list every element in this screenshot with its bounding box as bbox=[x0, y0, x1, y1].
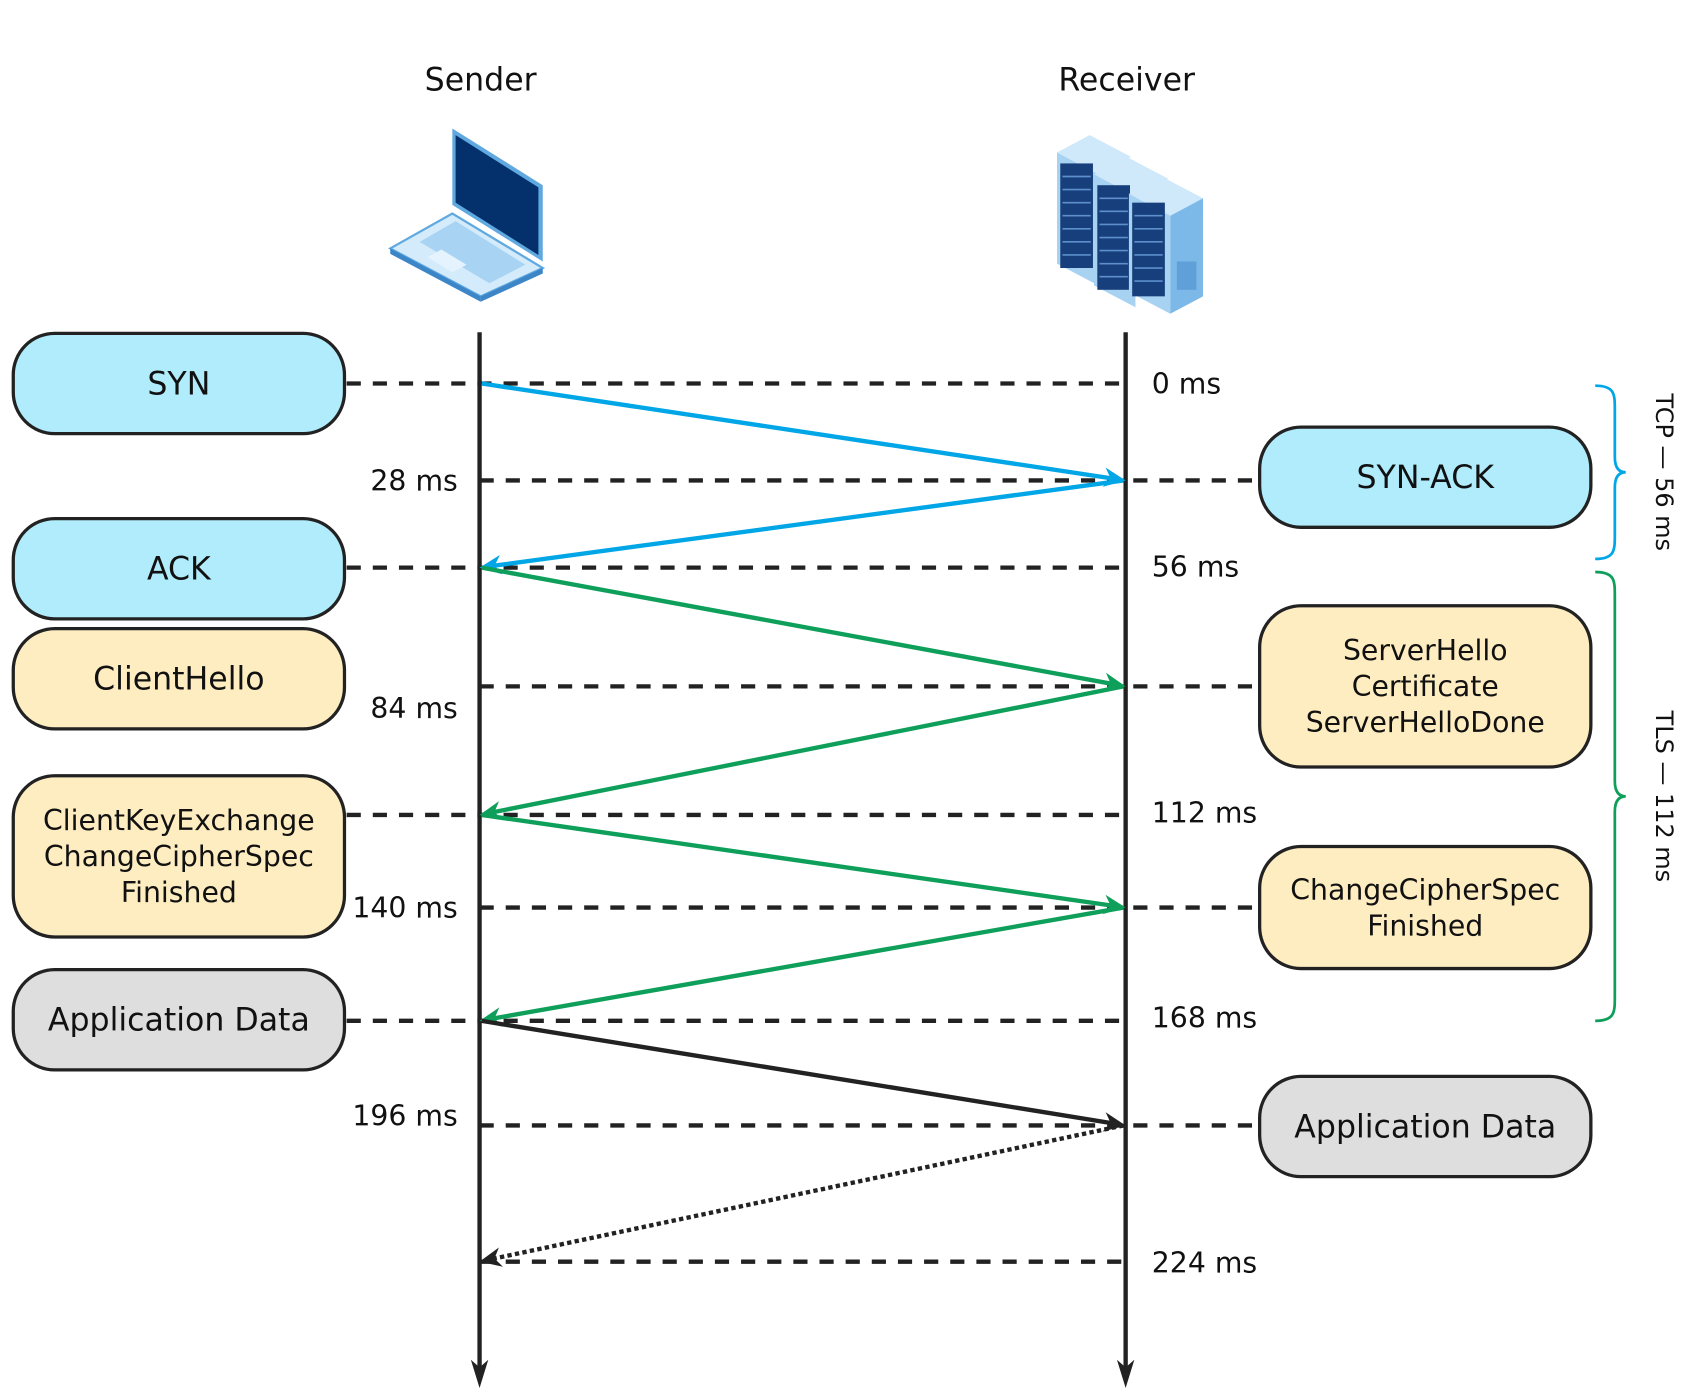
box-label-serverhello: ServerHello bbox=[1343, 634, 1508, 667]
box-label-syn: SYN bbox=[147, 366, 210, 402]
server-rack-icon bbox=[1057, 135, 1203, 314]
message-arrows bbox=[479, 381, 1126, 1267]
message-arrow-6 bbox=[481, 1018, 1126, 1132]
laptop-icon bbox=[387, 128, 546, 302]
message-boxes: SYNACKClientHelloClientKeyExchangeChange… bbox=[11, 331, 1593, 1179]
box-label-serverhello: Certificate bbox=[1352, 670, 1499, 703]
box-label-ack: ACK bbox=[147, 552, 212, 588]
box-appdata-send: Application Data bbox=[11, 968, 347, 1072]
message-arrow-5 bbox=[479, 905, 1124, 1027]
box-label-changecipherspec: Finished bbox=[1367, 909, 1483, 942]
time-labels: 28 ms 84 ms 140 ms 196 ms 0 ms 56 ms 112 ms 168… bbox=[352, 367, 1257, 1279]
receiver-lifeline bbox=[1116, 332, 1135, 1389]
sender-title: Sender bbox=[425, 62, 537, 98]
time-label-right: 0 ms bbox=[1152, 367, 1221, 400]
time-label-right: 224 ms bbox=[1152, 1247, 1257, 1280]
box-label-appdata-send: Application Data bbox=[48, 1003, 310, 1039]
sender-lifeline bbox=[470, 332, 489, 1389]
brace-label-tls: TLS — 112 ms bbox=[1650, 710, 1678, 883]
brace-label-tcp: TCP — 56 ms bbox=[1650, 393, 1678, 552]
message-arrow-1 bbox=[479, 478, 1124, 575]
time-label-right: 168 ms bbox=[1152, 1001, 1257, 1034]
box-appdata-recv: Application Data bbox=[1258, 1074, 1593, 1179]
box-label-clientkeyexchange: Finished bbox=[121, 876, 237, 909]
box-clientkeyexchange: ClientKeyExchangeChangeCipherSpecFinishe… bbox=[11, 774, 347, 939]
box-synack: SYN-ACK bbox=[1258, 425, 1593, 529]
box-clienthello: ClientHello bbox=[11, 627, 347, 731]
brace-tls: TLS — 112 ms bbox=[1595, 570, 1678, 1023]
time-label-right: 112 ms bbox=[1152, 797, 1257, 830]
arrow-head bbox=[479, 1247, 503, 1267]
message-arrow-2 bbox=[481, 565, 1126, 693]
box-label-serverhello: ServerHelloDone bbox=[1306, 706, 1545, 739]
message-arrow-0 bbox=[481, 381, 1126, 487]
phase-braces: TCP — 56 ms TLS — 112 ms bbox=[1595, 384, 1678, 1023]
time-guides bbox=[346, 381, 1260, 1264]
box-label-clienthello: ClientHello bbox=[93, 662, 264, 698]
box-label-clientkeyexchange: ChangeCipherSpec bbox=[44, 840, 314, 873]
box-label-synack: SYN-ACK bbox=[1357, 460, 1496, 496]
box-label-clientkeyexchange: ClientKeyExchange bbox=[43, 804, 315, 837]
message-arrow-3 bbox=[479, 684, 1124, 821]
time-label-right: 56 ms bbox=[1152, 550, 1239, 583]
time-label-left: 140 ms bbox=[352, 891, 457, 924]
time-label-left: 84 ms bbox=[370, 692, 457, 725]
message-arrow-7 bbox=[479, 1123, 1124, 1267]
brace-tcp: TCP — 56 ms bbox=[1595, 384, 1678, 561]
box-syn: SYN bbox=[11, 331, 347, 436]
time-label-left: 28 ms bbox=[370, 464, 457, 497]
box-ack: ACK bbox=[11, 516, 347, 621]
box-label-appdata-recv: Application Data bbox=[1294, 1109, 1556, 1145]
message-arrow-4 bbox=[481, 812, 1126, 915]
time-label-left: 196 ms bbox=[352, 1099, 457, 1132]
box-label-changecipherspec: ChangeCipherSpec bbox=[1290, 873, 1560, 906]
receiver-title: Receiver bbox=[1058, 62, 1195, 98]
